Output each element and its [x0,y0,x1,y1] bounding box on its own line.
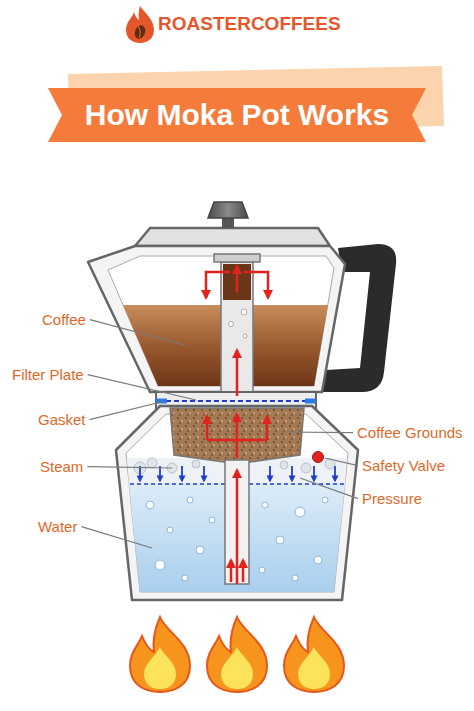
bubble [241,309,247,315]
part-label: Water [38,518,77,535]
part-label: Safety Valve [362,457,445,474]
logo-bean-line [138,26,140,38]
leader-line [88,375,196,400]
banner-title: How Moka Pot Works [48,95,426,135]
leader-line [81,527,152,548]
lower-chamber [116,406,358,600]
flame [284,617,344,692]
gasket [305,399,316,404]
funnel-stem [225,460,249,584]
leader-line [90,402,161,420]
safety-valve [313,452,324,463]
logo-text: ROASTERCOFFEES [158,13,341,35]
part-label: Pressure [362,490,422,507]
lower-chamber-inner [126,414,348,592]
leader-line [282,431,353,433]
part-label: Filter Plate [12,366,84,383]
flame [130,617,190,692]
part-label: Coffee [42,311,86,328]
lid [135,228,330,246]
tube-cap [214,254,260,262]
part-label: Steam [40,458,83,475]
banner-ribbon [48,88,426,142]
knob [208,202,248,218]
leader-line [300,478,358,499]
leader-line [90,320,185,345]
leader-line [87,467,172,468]
bubble [243,334,247,338]
filter-plate [166,400,306,402]
flow-arrows [206,266,268,584]
logo-bean [133,24,147,41]
part-label: Coffee Grounds [357,424,463,441]
leader-line [325,458,358,466]
logo-flame [126,6,154,43]
bubble [229,322,234,327]
upper-chamber [88,246,345,392]
part-label: Gasket [38,411,86,428]
coffee-grounds-basket [170,408,304,462]
flame [207,617,267,692]
tube-coffee [223,264,251,300]
